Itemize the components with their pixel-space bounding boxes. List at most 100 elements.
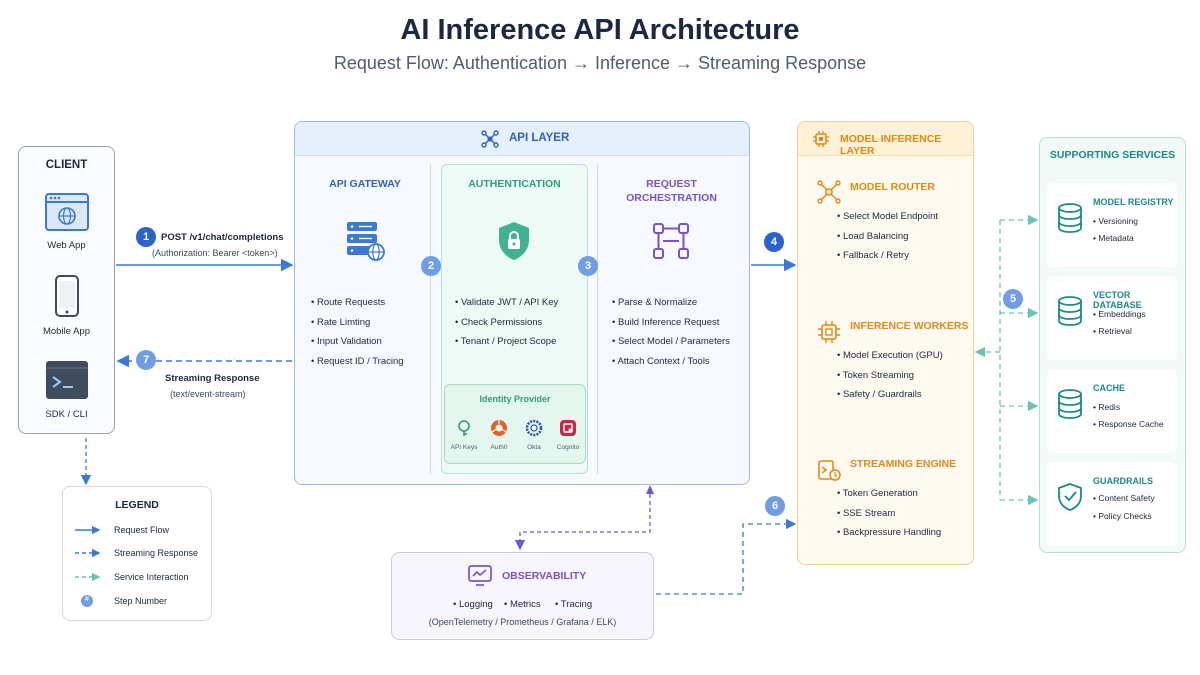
service-guardrails: GUARDRAILS • Content Safety • Policy Che… [1047, 462, 1177, 546]
client-sdk-cli: SDK / CLI [19, 360, 114, 420]
client-panel: CLIENT Web App Mobile App SDK / CLI [18, 146, 115, 434]
service-cache: CACHE • Redis • Response Cache [1047, 369, 1177, 453]
list-item: • Response Cache [1093, 419, 1164, 429]
workers-bullets: • Model Execution (GPU) • Token Streamin… [837, 350, 943, 409]
list-item: • Check Permissions [455, 316, 543, 328]
cognito-icon [560, 420, 576, 436]
step-7-badge: 7 [136, 350, 156, 370]
list-item: • Tenant / Project Scope [455, 336, 557, 347]
orchestration-title-line1: REQUEST [646, 178, 697, 190]
step-1-badge: 1 [136, 227, 156, 247]
list-item: • Load Balancing [837, 230, 909, 242]
browser-icon [44, 193, 89, 231]
streaming-title: STREAMING ENGINE [850, 458, 957, 470]
legend-title: LEGEND [115, 499, 159, 511]
orchestration-title: REQUEST ORCHESTRATION [600, 177, 743, 205]
page-title: AI Inference API Architecture [400, 14, 800, 46]
list-item: • Retrieval [1093, 326, 1132, 336]
list-item: • Route Requests [311, 297, 386, 308]
request-endpoint: POST /v1/chat/completions [161, 232, 284, 243]
shield-lock-icon [499, 222, 529, 260]
observability-tools: (OpenTelemetry / Prometheus / Grafana / … [428, 617, 617, 627]
client-title: CLIENT [45, 159, 88, 171]
legend-request-flow: Request Flow [114, 525, 170, 535]
step-3-badge: 3 [578, 256, 598, 276]
client-mobile-app: Mobile App [19, 275, 114, 337]
okta-icon [525, 419, 543, 437]
legend-step-number: Step Number [114, 596, 168, 606]
workers-title: INFERENCE WORKERS [850, 320, 969, 332]
orchestration-bullets: • Parse & Normalize • Build Inference Re… [612, 297, 730, 375]
provider-cognito: Cognito [552, 419, 584, 451]
api-layer-title: API LAYER [509, 132, 570, 144]
page-subtitle: Request Flow: Authentication → Inference… [333, 53, 867, 73]
step-6-badge: 6 [765, 496, 785, 516]
gateway-bullets: • Route Requests • Rate Limting • Input … [311, 297, 404, 375]
supporting-title: SUPPORTING SERVICES [1049, 149, 1176, 161]
auth-title: AUTHENTICATION [468, 178, 561, 190]
gateway-title: API GATEWAY [329, 178, 401, 190]
list-item: • Validate JWT / API Key [455, 297, 559, 308]
list-item: • Rate Limting [311, 316, 371, 328]
step6-arrow [656, 518, 797, 595]
service-model-registry: MODEL REGISTRY • Versioning • Metadata [1047, 183, 1177, 267]
processor-icon [818, 321, 840, 343]
database-icon [1058, 389, 1082, 419]
list-item: • Token Generation [837, 488, 918, 499]
list-item: • Metrics [504, 599, 541, 610]
list-item: • Tracing [555, 599, 593, 610]
observability-panel: OBSERVABILITY • Logging • Metrics • Trac… [391, 552, 654, 640]
list-item: • Embeddings [1093, 309, 1146, 319]
network-icon [481, 130, 499, 148]
chip-icon [813, 131, 829, 147]
workflow-icon [653, 223, 689, 259]
list-item: • Policy Checks [1093, 511, 1152, 521]
service-title: CACHE [1093, 383, 1126, 393]
provider-label: Auth0 [490, 444, 508, 451]
service-title: VECTOR DATABASE [1093, 290, 1142, 310]
database-icon [1058, 296, 1082, 326]
auth-bullets: • Validate JWT / API Key • Check Permiss… [455, 297, 558, 356]
router-bullets: • Select Model Endpoint • Load Balancing… [837, 211, 938, 270]
legend-streaming-response: Streaming Response [114, 548, 199, 558]
service-title: MODEL REGISTRY [1093, 197, 1174, 207]
monitor-chart-icon [468, 565, 492, 586]
client-label-mobile: Mobile App [42, 326, 90, 337]
provider-okta: Okta [518, 419, 550, 451]
api-layer-header: API LAYER [295, 122, 749, 156]
identity-provider-panel: Identity Provider API Keys Auth0 Okta Co… [444, 384, 586, 464]
provider-auth0: Auth0 [483, 419, 515, 451]
list-item: • Content Safety [1093, 493, 1155, 503]
list-item: • Logging [453, 599, 493, 610]
terminal-icon [45, 361, 88, 399]
list-item: • Attach Context / Tools [612, 355, 710, 367]
server-icon [347, 222, 385, 261]
orchestration-title-line2: ORCHESTRATION [626, 192, 717, 204]
response-format: (text/event-stream) [170, 389, 246, 399]
provider-label: Okta [527, 444, 541, 451]
client-web-app: Web App [19, 193, 114, 251]
request-auth-header: (Authorization: Bearer <token>) [152, 248, 278, 258]
database-icon [1058, 203, 1082, 233]
divider [597, 164, 598, 474]
client-label-sdk: SDK / CLI [45, 409, 88, 420]
legend-service-interaction: Service Interaction [114, 572, 189, 582]
router-title: MODEL ROUTER [850, 181, 935, 193]
auth0-icon [491, 420, 507, 436]
model-layer-title: MODEL INFERENCE LAYER [840, 133, 942, 157]
key-icon [458, 420, 470, 436]
list-item: • Versioning [1093, 216, 1139, 226]
streaming-bullets: • Token Generation • SSE Stream • Backpr… [837, 488, 941, 547]
step-4-badge: 4 [764, 232, 784, 252]
observability-title: OBSERVABILITY [502, 570, 587, 582]
api-observability-link [514, 487, 651, 551]
list-item: • Safety / Guardrails [837, 389, 922, 400]
stream-icon [818, 460, 841, 481]
model-layer-header: MODEL INFERENCE LAYER [798, 122, 973, 157]
list-item: • Request ID / Tracing [311, 355, 404, 367]
provider-api-keys: API Keys [448, 419, 480, 451]
client-label-web: Web App [47, 240, 86, 251]
legend-step-symbol: # [85, 596, 89, 603]
legend-symbols [75, 525, 101, 607]
list-item: • Select Model / Parameters [612, 336, 730, 347]
